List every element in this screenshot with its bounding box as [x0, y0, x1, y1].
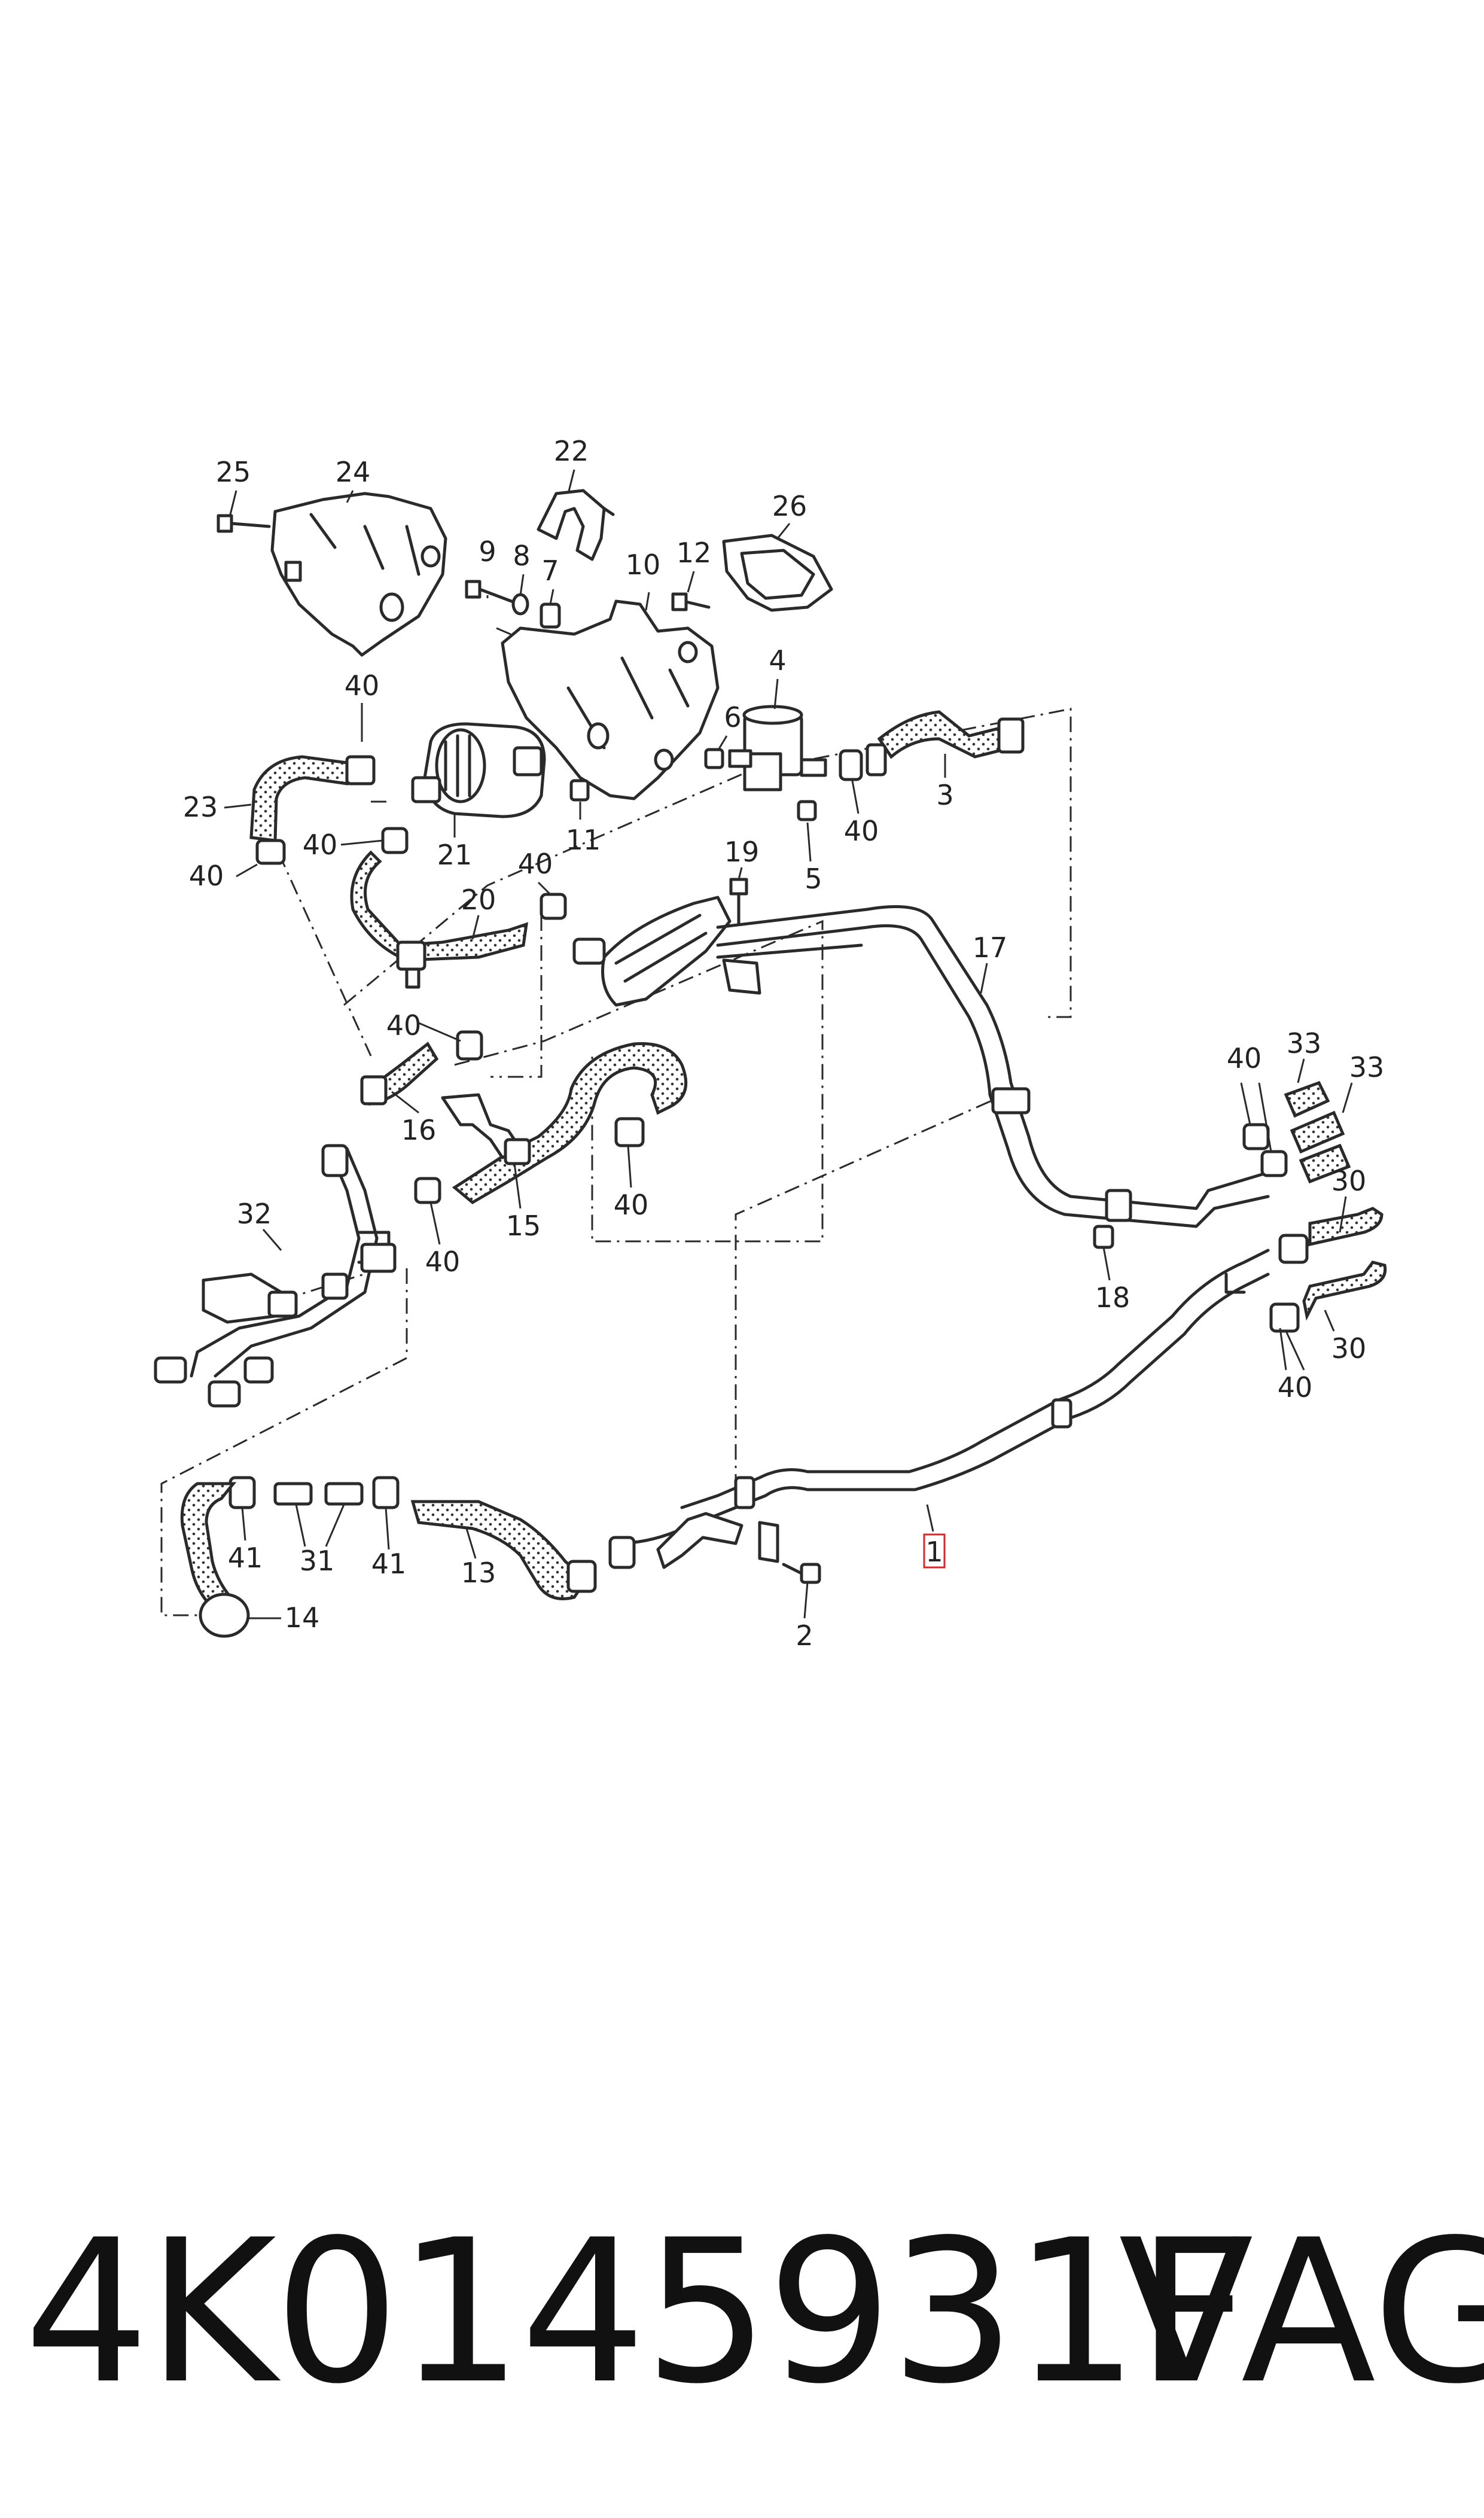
- label-31: 31: [300, 1545, 335, 1577]
- label-40-e: 40: [518, 848, 553, 880]
- label-6: 6: [724, 701, 741, 733]
- label-22: 22: [554, 435, 589, 467]
- label-1: 1: [925, 1536, 943, 1568]
- part-17-pipe: [572, 896, 1270, 1228]
- label-8: 8: [513, 540, 530, 572]
- label-16: 16: [401, 1114, 437, 1146]
- part-1-main-pipe: [608, 1249, 1270, 1569]
- clamp-40-c: [381, 827, 409, 854]
- part-8-washer: [511, 593, 529, 616]
- label-21: 21: [437, 839, 473, 871]
- label-17: 17: [973, 931, 1008, 964]
- clamp-40-a: [839, 749, 863, 781]
- label-18: 18: [1095, 1281, 1130, 1314]
- part-32-junction: [154, 1144, 397, 1408]
- label-40-c: 40: [189, 860, 224, 892]
- label-4: 4: [769, 644, 786, 677]
- label-5: 5: [805, 863, 822, 895]
- label-30-a: 30: [1331, 1165, 1367, 1197]
- part-2-bolt: [782, 1563, 821, 1584]
- label-40-j: 40: [1278, 1371, 1313, 1403]
- label-32: 32: [237, 1198, 272, 1230]
- label-40-h: 40: [425, 1246, 461, 1278]
- part-15-hose: [441, 1042, 688, 1205]
- part-4-valve: [728, 705, 827, 791]
- label-12: 12: [677, 537, 712, 569]
- label-2: 2: [796, 1619, 813, 1652]
- label-15: 15: [506, 1210, 541, 1242]
- label-11: 11: [566, 824, 601, 856]
- label-14: 14: [285, 1601, 320, 1634]
- part-16-hose: [360, 1042, 439, 1106]
- label-3: 3: [936, 779, 953, 811]
- label-33-a: 33: [1287, 1027, 1322, 1059]
- part-11-nut: [569, 779, 590, 802]
- clamp-40-f: [614, 1117, 645, 1147]
- label-7: 7: [541, 555, 559, 587]
- part-5-nut: [797, 800, 817, 821]
- clamp-40-i: [1269, 1234, 1309, 1333]
- part-24-heat-shield: [270, 492, 447, 657]
- label-40-i: 40: [1227, 1042, 1262, 1074]
- clamp-40-g: [414, 1177, 441, 1204]
- label-41-b: 41: [371, 1548, 407, 1580]
- highlight-box-1: [923, 1533, 946, 1569]
- clamp-40-e: [456, 1030, 483, 1061]
- brand-caption: VAG: [1119, 2197, 1484, 2427]
- label-23: 23: [183, 791, 218, 823]
- parts-diagram: 25 24 22 26 9 8 7 10 12 4 6 5 11 3 40 40…: [154, 435, 1387, 1652]
- part-number-caption: 4K0145931F: [24, 2197, 1250, 2427]
- label-33-b: 33: [1349, 1051, 1385, 1083]
- part-labels: 25 24 22 26 9 8 7 10 12 4 6 5 11 3 40 40…: [183, 435, 1385, 1652]
- part-18-clip: [1093, 1225, 1114, 1249]
- part-6-nut: [704, 748, 724, 769]
- clamp-40-d: [540, 893, 567, 920]
- part-20-hose: [350, 850, 529, 989]
- label-41-a: 41: [228, 1542, 263, 1574]
- part-33-hose-b: [1299, 1143, 1351, 1184]
- part-10-bracket-plate: [501, 599, 720, 800]
- part-30-hose-b: [1302, 1260, 1387, 1321]
- label-10: 10: [626, 549, 661, 581]
- label-40-d: 40: [303, 829, 338, 861]
- part-30-hose-a: [1308, 1207, 1384, 1247]
- label-30-b: 30: [1331, 1332, 1367, 1365]
- label-9: 9: [479, 535, 496, 568]
- part-33-hose-a: [1284, 1080, 1345, 1154]
- part-19-bolt: [729, 878, 748, 926]
- part-23-hose: [249, 755, 376, 842]
- part-31-connector: [273, 1482, 364, 1506]
- part-22-bracket: [537, 489, 615, 561]
- part-7-spacer: [540, 602, 561, 629]
- part-21-pump: [411, 722, 546, 818]
- part-9-bolt: [465, 580, 513, 603]
- leader-lines: [224, 469, 1353, 1619]
- part-14-hose: [180, 1482, 250, 1638]
- label-26: 26: [772, 490, 807, 522]
- part-25-bolt: [217, 514, 271, 533]
- label-13: 13: [461, 1557, 496, 1589]
- clamp-40-h: [1242, 1123, 1288, 1177]
- part-13-hose: [410, 1500, 597, 1600]
- clamp-41-b: [372, 1476, 400, 1509]
- label-40-b: 40: [345, 669, 380, 702]
- label-24: 24: [336, 456, 371, 488]
- label-40-f: 40: [386, 1009, 422, 1042]
- label-40-g: 40: [614, 1189, 649, 1221]
- label-40-a: 40: [844, 815, 879, 847]
- clamp-40-b: [255, 839, 286, 865]
- part-26-grommet: [722, 534, 833, 612]
- label-19: 19: [724, 836, 760, 868]
- part-12-bolt: [671, 592, 711, 611]
- part-3-hose: [866, 710, 1025, 777]
- label-25: 25: [216, 456, 251, 488]
- label-20: 20: [461, 884, 496, 916]
